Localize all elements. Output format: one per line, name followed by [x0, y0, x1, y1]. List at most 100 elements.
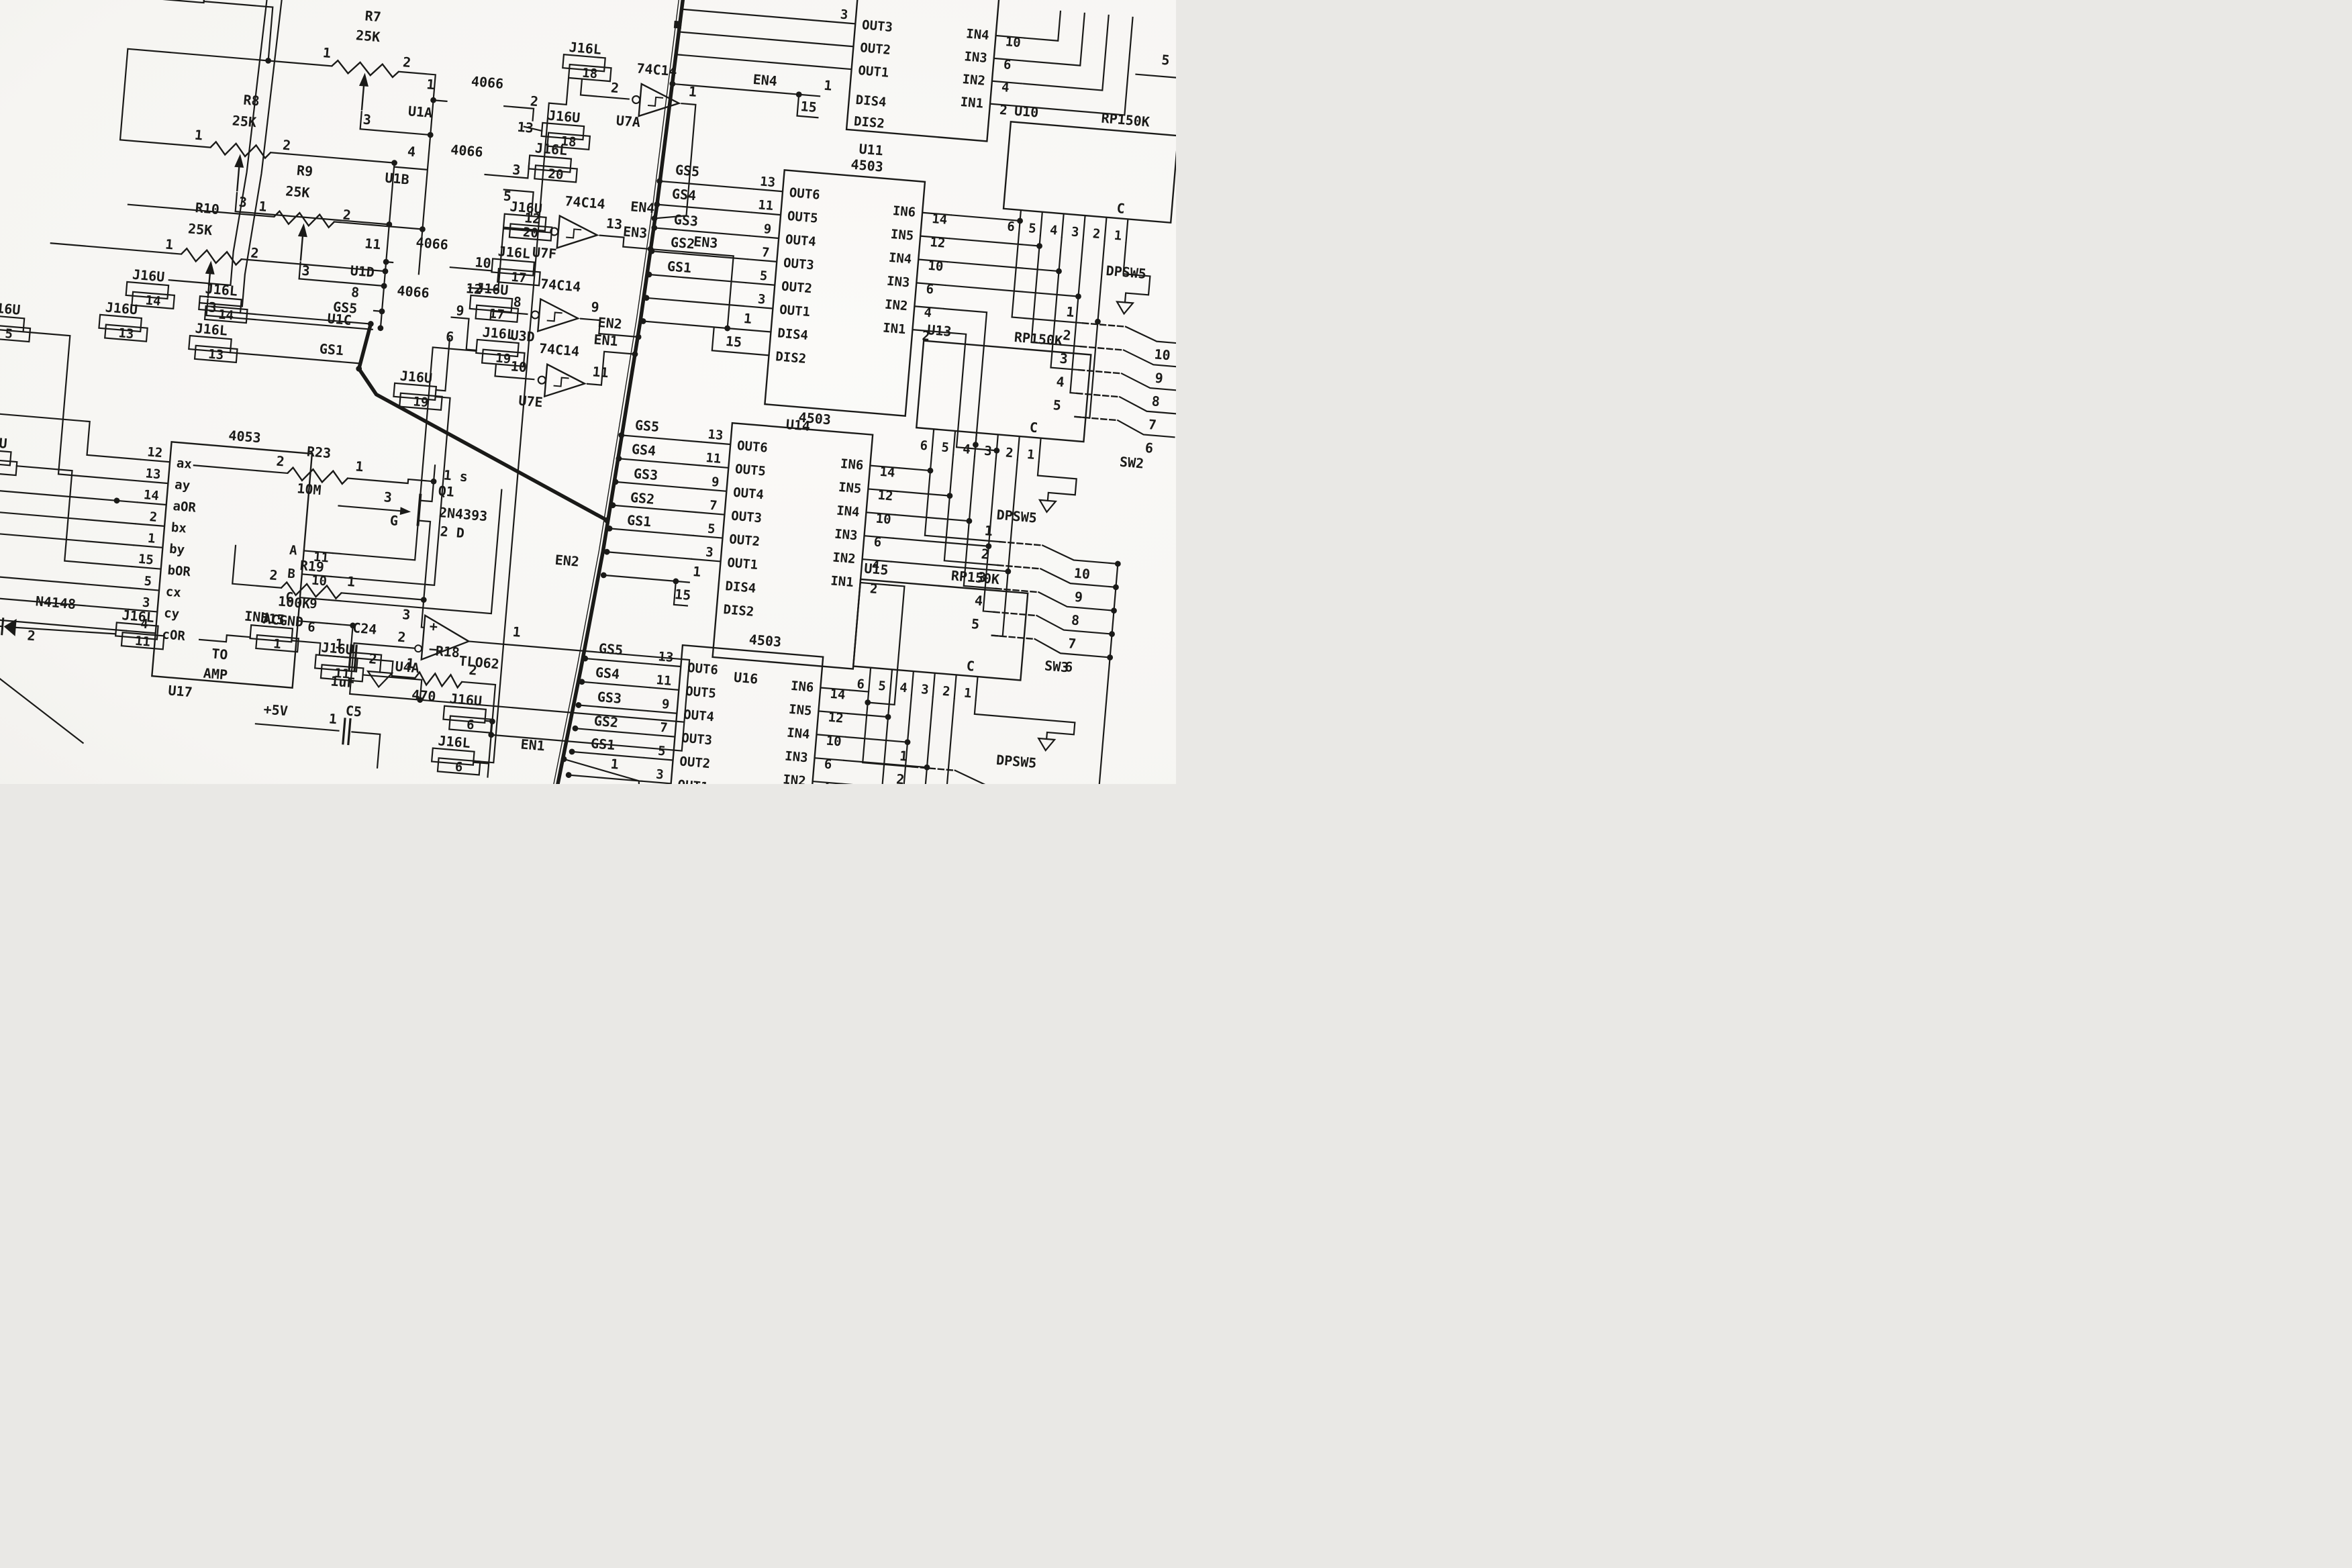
pin-num-14: 14 [143, 487, 160, 503]
label-r19-val: 100K [277, 593, 311, 611]
label-u4a-ref: U4A [395, 658, 420, 676]
jumper-box [198, 295, 242, 314]
label-r9-val: 25K [285, 183, 310, 201]
rpack-box-U15 [852, 578, 1029, 681]
jumper-num-J16L-18: 18 [581, 66, 598, 82]
jumper-box [436, 757, 481, 776]
label-sw3-10: 10 [1073, 565, 1091, 583]
label-r10-val: 25K [187, 220, 213, 238]
pin-stub [297, 620, 328, 624]
label-sw3-1: 1 [984, 522, 993, 539]
pin-num-6: 6 [926, 282, 934, 297]
rpack-part-U10: RP150K [1101, 110, 1150, 130]
label-u1c-pin6: 6 [445, 328, 454, 345]
label-r18-val: 470 [411, 687, 436, 705]
pot-wiper-arrow [234, 154, 244, 168]
label-r10-pin2: 2 [250, 244, 260, 261]
label-u4a-pin2: 2 [397, 629, 406, 646]
jumper-box [0, 448, 12, 467]
pin-num-7: 7 [709, 498, 718, 513]
pin-num-12: 12 [930, 235, 946, 251]
junction-dot [1075, 293, 1081, 300]
pin-num-3: 3 [705, 545, 714, 560]
label-r19-pin2: 2 [269, 567, 279, 583]
capacitor-plate [348, 644, 352, 671]
rpack-pin-num: 3 [983, 444, 992, 459]
rpack-pin-num: 5 [1028, 221, 1036, 236]
rpack-ref-U15: U15 [863, 560, 889, 578]
label-u7a-in: 2 [610, 79, 620, 96]
label-u1a-pin13: 13 [517, 119, 534, 136]
junction-dot [265, 58, 272, 64]
jumper-num-J16U-3: 3 [179, 0, 188, 3]
label-c24-ref: C24 [352, 620, 377, 638]
pin-stub [812, 780, 842, 784]
pin-num-3: 3 [142, 595, 150, 611]
pin-stub [914, 305, 944, 310]
pin-label-cy: cy [163, 605, 180, 622]
pin-stub [647, 709, 677, 714]
rpack-pin [1016, 436, 1020, 460]
label-u7f-ref: U7F [532, 244, 557, 262]
label-u1d-pin12: 12 [465, 280, 483, 297]
label-r10-pin1: 1 [164, 236, 174, 253]
jumper-label-J16U-18: J16U [547, 107, 581, 126]
jumper-box [313, 654, 358, 673]
pin-label-DIS2: DIS2 [775, 349, 806, 366]
label-r9-pin3: 3 [301, 262, 311, 279]
junction-dot [427, 132, 434, 138]
q1-channel [416, 493, 422, 526]
label-u4a-part: TLO62 [458, 652, 500, 672]
label-sw3-8: 8 [1071, 611, 1080, 628]
pin-stub [826, 20, 856, 25]
junction-dot [635, 334, 642, 340]
rpack-pin-num: 6 [856, 677, 865, 692]
pin-stub [691, 558, 721, 562]
jumper-box [393, 382, 438, 401]
jumper-box [475, 304, 520, 323]
label-n4148: N4148 [35, 593, 77, 612]
capacitor-plate [342, 718, 346, 745]
junction-dot [600, 572, 607, 579]
ic-ref-U17: U17 [168, 682, 193, 700]
hysteresis-icon [546, 311, 562, 322]
label-en3-right: EN3 [693, 233, 718, 251]
jumper-box [104, 324, 148, 342]
label-u1b-pin4: 4 [407, 143, 416, 160]
pin-num-10: 10 [311, 573, 328, 589]
rpack-common-U13: C [1029, 419, 1038, 436]
pin-stub [814, 757, 844, 761]
label-u3d-part: 74C14 [540, 276, 581, 295]
label-q1-s: 1 s [443, 467, 469, 485]
pin-label-cOR: cOR [162, 627, 187, 644]
pin-stub [822, 66, 852, 70]
inverter-triangle [638, 83, 681, 117]
label-r8-pin1: 1 [194, 127, 203, 144]
pin-stub [860, 581, 890, 586]
pin-num-5: 5 [759, 268, 768, 284]
label-r9-pin2: 2 [342, 207, 352, 224]
junction-dot [648, 248, 655, 254]
pin-num-5: 5 [707, 522, 716, 537]
rpack-pin-num: 1 [1026, 447, 1035, 462]
label-r18-pin1: 1 [405, 655, 415, 672]
jumper-box [562, 54, 606, 72]
label-r8-pin3: 3 [238, 194, 248, 211]
hysteresis-icon [647, 96, 664, 107]
junction-dot [669, 81, 676, 87]
pin-stub [870, 464, 900, 469]
pin-num-10: 10 [928, 258, 944, 275]
pin-num-3: 3 [840, 7, 848, 23]
ic-part-U14: 4503 [850, 156, 884, 175]
pin-num-2: 2 [869, 581, 878, 597]
pin-stub [993, 57, 1024, 62]
label-sw3-2: 2 [981, 546, 990, 562]
label-sw3-7: 7 [1067, 635, 1077, 652]
jumper-box [546, 132, 591, 151]
junction-dot [113, 497, 120, 504]
jumper-box [120, 632, 165, 650]
junction-dot [1109, 631, 1115, 637]
junction-dot [1036, 243, 1042, 249]
pin-num-6: 6 [824, 756, 832, 772]
junction-dot [1056, 268, 1062, 275]
